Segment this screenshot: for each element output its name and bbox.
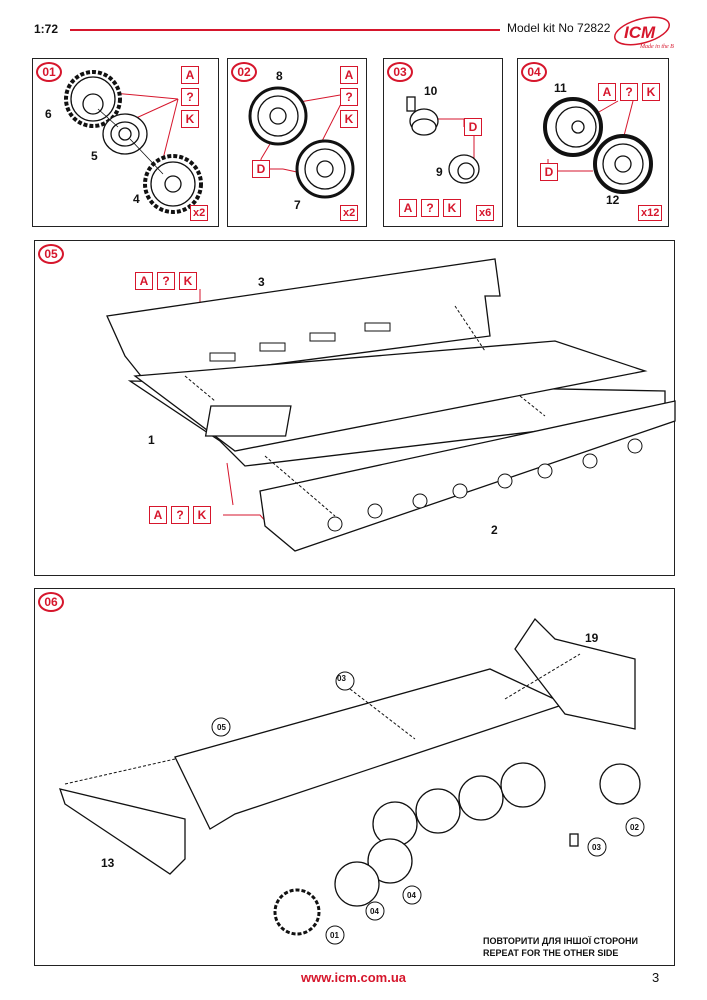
part-number: 7 — [294, 198, 301, 212]
color-tag-q: ? — [620, 83, 638, 101]
repeat-note-ua: ПОВТОРИТИ ДЛЯ ІНШОЇ СТОРОНИ — [483, 936, 638, 946]
step-05-panel: 05 3 1 2 A ? K A ? K — [34, 240, 676, 576]
color-tag-d: D — [540, 163, 558, 181]
website-link[interactable]: www.icm.com.ua — [301, 970, 406, 985]
color-tag-k: K — [181, 110, 199, 128]
step-ref: 05 — [217, 723, 226, 732]
step-number: 03 — [387, 62, 413, 82]
sprocket-assembly-drawing — [64, 70, 203, 214]
part-number: 12 — [606, 193, 620, 207]
step-number: 01 — [36, 62, 62, 82]
color-tag-a: A — [399, 199, 417, 217]
hull-assembly-drawing — [106, 258, 676, 552]
part-number: 4 — [133, 192, 140, 206]
part-number: 6 — [45, 107, 52, 121]
road-wheel-drawing — [248, 86, 355, 199]
part-number: 10 — [424, 84, 438, 98]
step-number: 06 — [38, 592, 64, 612]
color-tag-k: K — [642, 83, 660, 101]
color-tag-q: ? — [340, 88, 358, 106]
color-tag-a: A — [181, 66, 199, 84]
color-tag-k: K — [443, 199, 461, 217]
color-tag-k: K — [193, 506, 211, 524]
step-number: 05 — [38, 244, 64, 264]
part-number: 1 — [148, 433, 155, 447]
color-tag-q: ? — [421, 199, 439, 217]
part-number: 19 — [585, 631, 599, 645]
page-number: 3 — [652, 970, 660, 985]
kit-number: Model kit No 72822 — [507, 21, 611, 35]
step-number: 04 — [521, 62, 547, 82]
part-number: 3 — [258, 275, 265, 289]
step-ref: 02 — [630, 823, 639, 832]
step-ref: 04 — [370, 907, 379, 916]
step-01-panel: 01 6 5 4 A ? K x2 — [32, 58, 219, 227]
icm-logo: ICM Made in the Best — [614, 16, 674, 50]
step-04-panel: 04 11 12 A ? K D x12 — [517, 58, 669, 227]
color-tag-a: A — [135, 272, 153, 290]
step-06-panel: 06 19 13 03 05 02 03 01 04 04 ПОВТОРИТИ … — [34, 588, 675, 966]
quantity-badge: x2 — [340, 205, 359, 221]
svg-text:ICM: ICM — [624, 23, 656, 42]
quantity-badge: x6 — [476, 205, 495, 221]
color-tag-k: K — [340, 110, 358, 128]
road-wheel-pair-drawing — [543, 97, 653, 194]
step-ref: 01 — [330, 931, 339, 940]
running-gear-drawing — [59, 617, 645, 945]
part-number: 5 — [91, 149, 98, 163]
repeat-note: ПОВТОРИТИ ДЛЯ ІНШОЇ СТОРОНИ REPEAT FOR T… — [483, 935, 638, 959]
axle-drawing — [406, 96, 480, 184]
color-tag-a: A — [598, 83, 616, 101]
repeat-note-en: REPEAT FOR THE OTHER SIDE — [483, 948, 619, 958]
color-tag-a: A — [340, 66, 358, 84]
part-number: 8 — [276, 69, 283, 83]
color-tag-q: ? — [171, 506, 189, 524]
step-03-panel: 03 10 9 D A ? K x6 — [383, 58, 503, 227]
part-number: 9 — [436, 165, 443, 179]
quantity-badge: x12 — [638, 205, 663, 221]
step-number: 02 — [231, 62, 257, 82]
color-tag-a: A — [149, 506, 167, 524]
step-ref: 03 — [592, 843, 601, 852]
scale-label: 1:72 — [34, 22, 59, 36]
color-tag-d: D — [252, 160, 270, 178]
color-tag-q: ? — [181, 88, 199, 106]
quantity-badge: x2 — [190, 205, 209, 221]
part-number: 13 — [101, 856, 115, 870]
step-ref: 03 — [337, 674, 346, 683]
part-number: 2 — [491, 523, 498, 537]
color-tag-k: K — [179, 272, 197, 290]
header-rule — [70, 29, 500, 31]
color-tag-q: ? — [157, 272, 175, 290]
color-tag-d: D — [464, 118, 482, 136]
part-number: 11 — [554, 81, 567, 95]
svg-text:Made in the Best: Made in the Best — [639, 44, 674, 50]
step-ref: 04 — [407, 891, 416, 900]
step-02-panel: 02 8 7 A ? K D x2 — [227, 58, 367, 227]
